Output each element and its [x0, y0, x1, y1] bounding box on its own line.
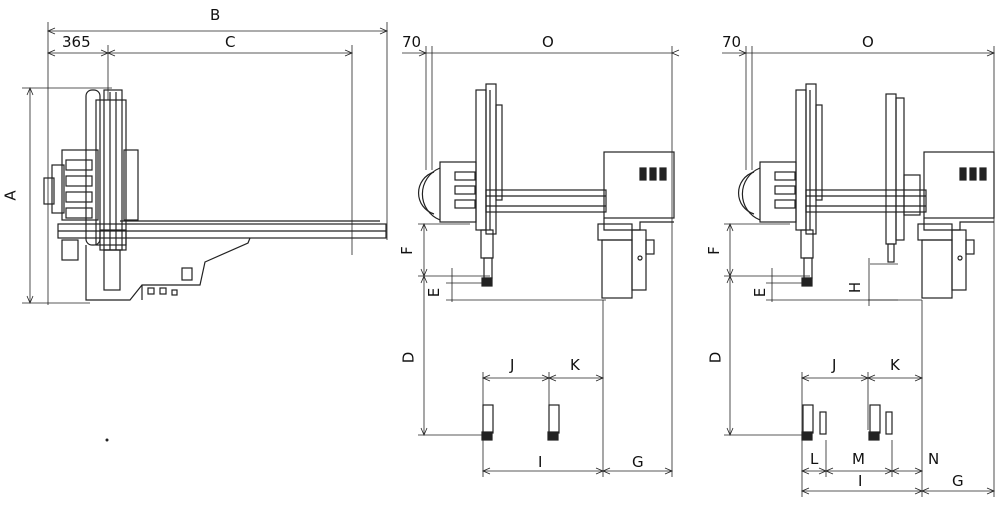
side-view-2-machine — [738, 83, 995, 441]
label-k-2: K — [890, 356, 900, 374]
label-o-2: O — [862, 33, 874, 51]
label-h-2: H — [846, 281, 865, 294]
label-e-1: E — [425, 287, 444, 298]
label-a: A — [1, 190, 20, 201]
label-m-2: M — [852, 450, 865, 468]
top-view — [22, 22, 389, 305]
label-70-1: 70 — [402, 33, 422, 51]
label-70-2: 70 — [722, 33, 742, 51]
label-c: C — [225, 33, 236, 51]
top-view-dimension-lines — [22, 22, 389, 305]
side-view-1-dimension-lines — [402, 46, 680, 477]
label-d-2: D — [706, 351, 725, 364]
label-365: 365 — [62, 33, 91, 51]
label-o-1: O — [542, 33, 554, 51]
side-view-1-machine — [418, 83, 675, 441]
side-view-1 — [402, 46, 680, 477]
label-k-1: K — [570, 356, 580, 374]
label-b: B — [210, 6, 221, 24]
label-j-2: J — [832, 356, 837, 374]
label-d-1: D — [399, 351, 418, 364]
side-view-2 — [722, 46, 996, 497]
label-i-2: I — [858, 472, 863, 490]
label-f-1: F — [397, 246, 416, 255]
label-g-2: G — [952, 472, 964, 490]
label-n-2: N — [928, 450, 940, 468]
label-l-2: L — [810, 450, 819, 468]
gantry-machine-top — [43, 89, 387, 301]
label-i-1: I — [538, 453, 543, 471]
label-j-1: J — [510, 356, 515, 374]
label-e-2: E — [751, 287, 770, 298]
label-g-1: G — [632, 453, 644, 471]
label-f-2: F — [704, 246, 723, 255]
stray-dot — [105, 438, 109, 442]
side-view-2-dimension-lines — [722, 46, 996, 497]
